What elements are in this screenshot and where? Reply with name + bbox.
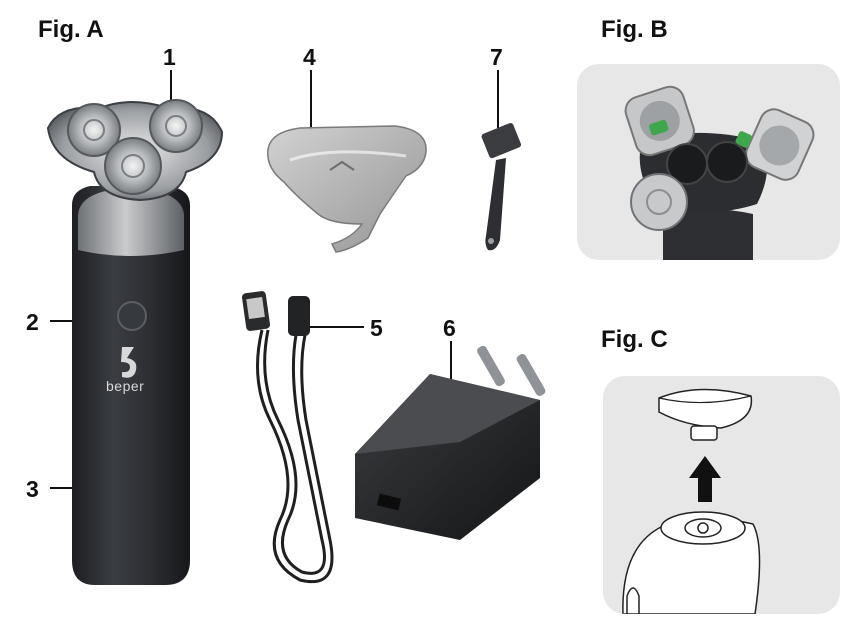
usb-cable xyxy=(256,329,334,583)
callout-3: 3 xyxy=(26,476,39,502)
insert-arrow-icon xyxy=(689,456,721,502)
callout-1: 1 xyxy=(163,44,176,70)
beper-logo-mark xyxy=(121,347,137,378)
fig-c-title: Fig. C xyxy=(601,326,668,353)
shaver xyxy=(72,186,190,585)
shaver-head-assembly xyxy=(46,99,224,202)
fig-a-title: Fig. A xyxy=(38,16,104,43)
leader-line-5 xyxy=(298,326,364,328)
leader-line-7 xyxy=(497,70,499,128)
power-button xyxy=(117,301,147,331)
fig-b-panel xyxy=(577,64,840,260)
leader-line-6 xyxy=(450,341,452,401)
usb-c-plug xyxy=(288,296,310,336)
callout-7: 7 xyxy=(490,44,503,70)
power-adapter xyxy=(355,345,546,540)
fig-b-title: Fig. B xyxy=(601,16,668,43)
shaver-logo-text: beper xyxy=(106,378,145,394)
green-clip-right xyxy=(735,131,753,148)
leader-line-1 xyxy=(170,70,172,122)
green-clip-left xyxy=(649,119,669,136)
callout-4: 4 xyxy=(303,44,316,70)
protective-cap xyxy=(267,125,427,253)
callout-5: 5 xyxy=(370,315,383,341)
callout-6: 6 xyxy=(443,315,456,341)
leader-line-4 xyxy=(310,70,312,130)
callout-2: 2 xyxy=(26,309,39,335)
fig-c-panel xyxy=(603,376,840,614)
cleaning-brush xyxy=(481,123,522,251)
